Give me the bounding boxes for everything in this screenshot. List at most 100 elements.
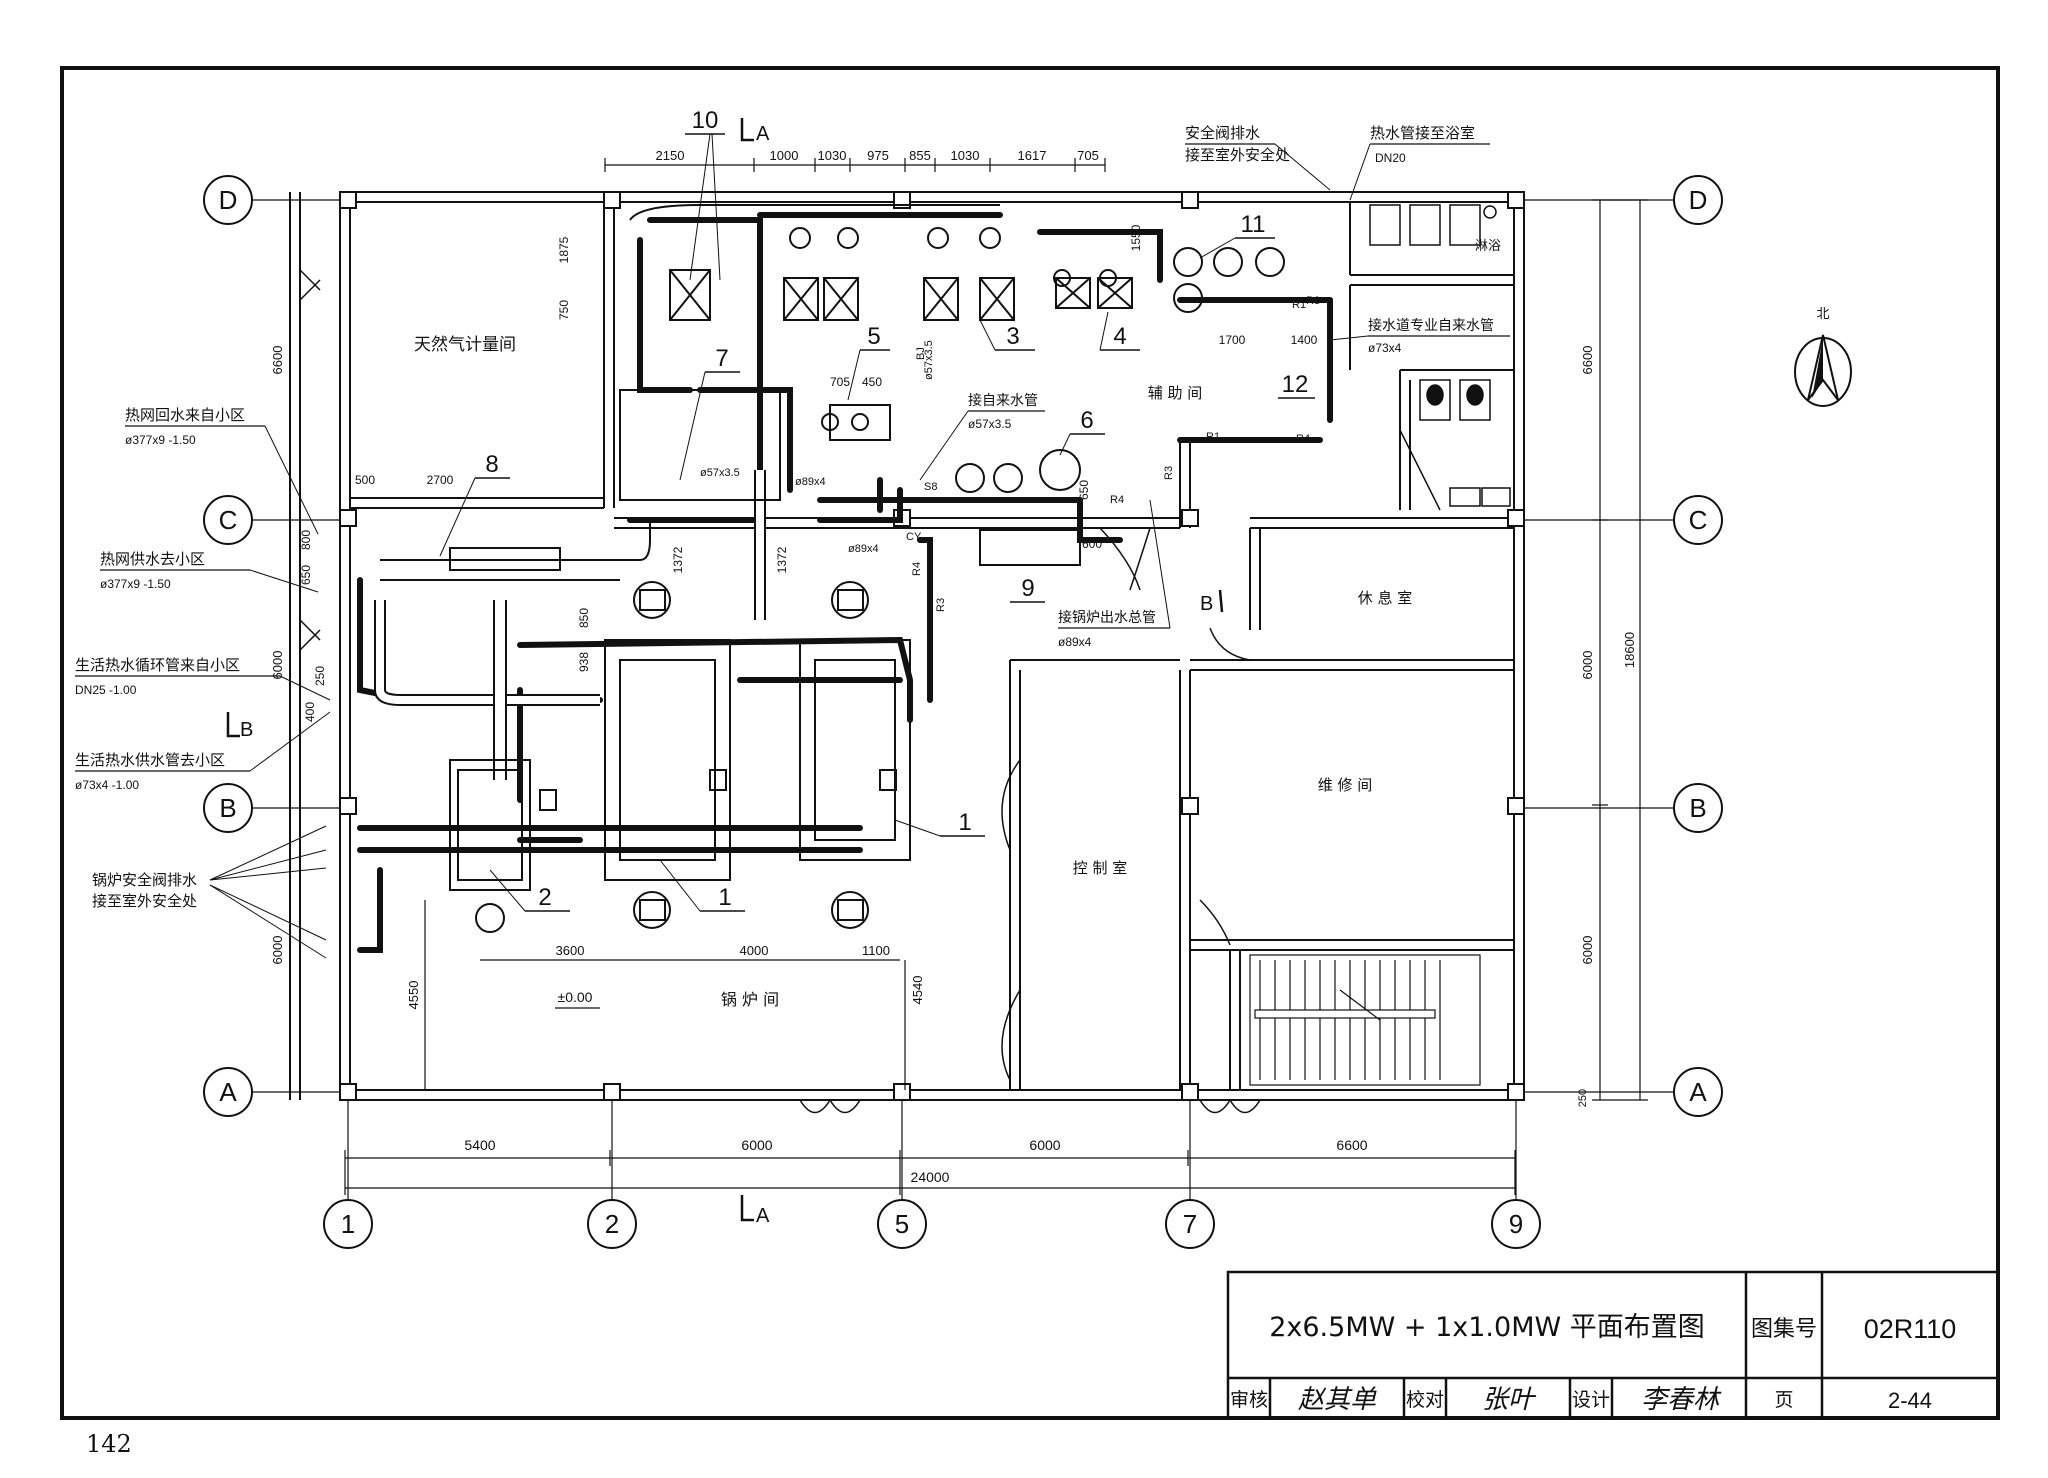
north-arrow-icon: 北 <box>1794 307 1852 407</box>
dim-right-total: 18600 <box>1622 632 1637 668</box>
dim-4550: 4550 <box>406 981 421 1010</box>
dim-top-975: 975 <box>867 148 889 163</box>
tag-11: 11 <box>1241 211 1266 238</box>
dim-800: 800 <box>299 530 313 550</box>
design-signature: 李春林 <box>1641 1385 1722 1415</box>
dim-650b: 650 <box>1077 480 1091 500</box>
tag-6: 6 <box>1080 407 1093 434</box>
boiler-outlet-label: 接锅炉出水总管 <box>1058 609 1156 626</box>
item-tags: 1 1 2 3 4 5 6 7 8 9 10 11 12 <box>439 107 1315 912</box>
dim-1400: 1400 <box>1291 333 1318 347</box>
room-rest: 休 息 室 <box>1358 589 1413 607</box>
grid-row-b-right: B <box>1689 793 1706 823</box>
code-r3c: R3 <box>935 598 947 612</box>
top-right-annotations: 安全阀排水 接至室外安全处 热水管接至浴室 DN20 接水道专业自来水管 ø73… <box>700 124 1510 649</box>
section-a-top: A <box>756 123 770 145</box>
dim-250b: 250 <box>1577 1089 1589 1107</box>
grid-col-2: 2 <box>605 1209 619 1239</box>
doors <box>299 269 1441 1114</box>
room-control: 控 制 室 <box>1073 859 1128 877</box>
heat-supply-spec: ø377x9 -1.50 <box>100 577 171 591</box>
code-r3b: R3 <box>1163 466 1175 480</box>
valve-drain-line2: 接至室外安全处 <box>1185 146 1290 164</box>
tag-3: 3 <box>1006 323 1019 350</box>
boiler-small <box>449 759 531 933</box>
section-b-left: B <box>240 719 253 741</box>
boiler-2 <box>799 581 911 929</box>
grid-row-d-right: D <box>1689 185 1708 215</box>
dim-650: 650 <box>299 565 313 585</box>
dim-top-705: 705 <box>1077 148 1099 163</box>
dim-bottom-6600: 6600 <box>1336 1137 1367 1153</box>
city-water-label: 接自来水管 <box>968 392 1038 409</box>
grid-row-a-left: A <box>219 1077 237 1107</box>
page-label: 页 <box>1774 1389 1793 1411</box>
grid-row-c-left: C <box>219 505 238 535</box>
tag-7: 7 <box>715 345 728 372</box>
grid-row-a-right: A <box>1689 1077 1707 1107</box>
check-label: 校对 <box>1406 1389 1444 1411</box>
dim-1372a: 1372 <box>671 546 685 573</box>
boiler-1 <box>604 581 731 929</box>
code-r1b: R1 <box>1206 431 1220 443</box>
hot-water-bath: 热水管接至浴室 <box>1370 124 1475 142</box>
tag-4: 4 <box>1113 323 1126 350</box>
dim-left-6000b: 6000 <box>270 936 285 965</box>
heat-return-title: 热网回水来自小区 <box>125 406 245 424</box>
tap-water-label: 接水道专业自来水管 <box>1368 317 1494 334</box>
section-marks <box>226 118 1224 1222</box>
dim-top-1000: 1000 <box>770 148 799 163</box>
dim-1875: 1875 <box>557 236 571 263</box>
code-bj: BJ <box>915 347 927 360</box>
dim-right-6000b: 6000 <box>1580 936 1595 965</box>
code-r4b: R4 <box>1110 494 1124 506</box>
code-r3: R3 <box>1306 295 1320 307</box>
elevation-mark: ±0.00 <box>558 989 593 1005</box>
dim-bottom-total: 24000 <box>911 1169 950 1185</box>
dhw-supply-title: 生活热水供水管去小区 <box>75 751 225 769</box>
room-bath: 淋浴 <box>1475 239 1501 254</box>
dim-3600: 3600 <box>556 943 585 958</box>
internal-dimensions: 1875 750 500 2700 800 650 1372 1372 850 … <box>299 224 1589 1107</box>
north-label: 北 <box>1816 307 1829 322</box>
dim-top-1030b: 1030 <box>951 148 980 163</box>
building-walls <box>289 191 1525 1101</box>
dim-600: 600 <box>1082 537 1102 551</box>
atlas-label: 图集号 <box>1751 1317 1817 1342</box>
room-auxiliary: 辅 助 间 <box>1148 384 1203 402</box>
tag-12: 12 <box>1282 371 1309 398</box>
sanitary-fixtures <box>1369 204 1511 507</box>
dhw-supply-spec: ø73x4 -1.00 <box>75 778 139 792</box>
dim-right-6000a: 6000 <box>1580 651 1595 680</box>
code-r4c: R4 <box>911 562 923 576</box>
dim-bottom-5400: 5400 <box>464 1137 495 1153</box>
dim-250: 250 <box>313 666 327 686</box>
dim-4540: 4540 <box>910 976 925 1005</box>
tag-10: 10 <box>692 107 719 134</box>
dim-1550: 1550 <box>1129 224 1143 251</box>
hot-water-bath-spec: DN20 <box>1375 151 1406 165</box>
page-number: 142 <box>86 1430 132 1458</box>
grid-row-c-right: C <box>1689 505 1708 535</box>
grid-bubbles <box>203 175 1723 1249</box>
tag-2: 2 <box>538 884 551 911</box>
grid-col-9: 9 <box>1509 1209 1523 1239</box>
code-s8: S8 <box>924 481 937 493</box>
pipe-57-label: ø57x3.5 <box>700 467 740 479</box>
water-treatment <box>449 269 1081 811</box>
check-signature: 张叶 <box>1482 1385 1537 1415</box>
grid-col-7: 7 <box>1183 1209 1197 1239</box>
dim-1700: 1700 <box>1219 333 1246 347</box>
dim-450: 450 <box>862 375 882 389</box>
dim-right-6600: 6600 <box>1580 346 1595 375</box>
dim-938: 938 <box>577 652 591 672</box>
sheet-border <box>60 66 2000 1420</box>
dhw-circ-title: 生活热水循环管来自小区 <box>75 656 240 674</box>
dim-top-2150: 2150 <box>656 148 685 163</box>
drawing-title: 2x6.5MW + 1x1.0MW 平面布置图 <box>1269 1312 1705 1343</box>
dim-top-855: 855 <box>909 148 931 163</box>
code-r1: R1 <box>1292 299 1306 311</box>
pumps <box>789 227 1285 493</box>
safety-drain-line1: 锅炉安全阀排水 <box>92 871 197 889</box>
dim-left-6600: 6600 <box>270 346 285 375</box>
